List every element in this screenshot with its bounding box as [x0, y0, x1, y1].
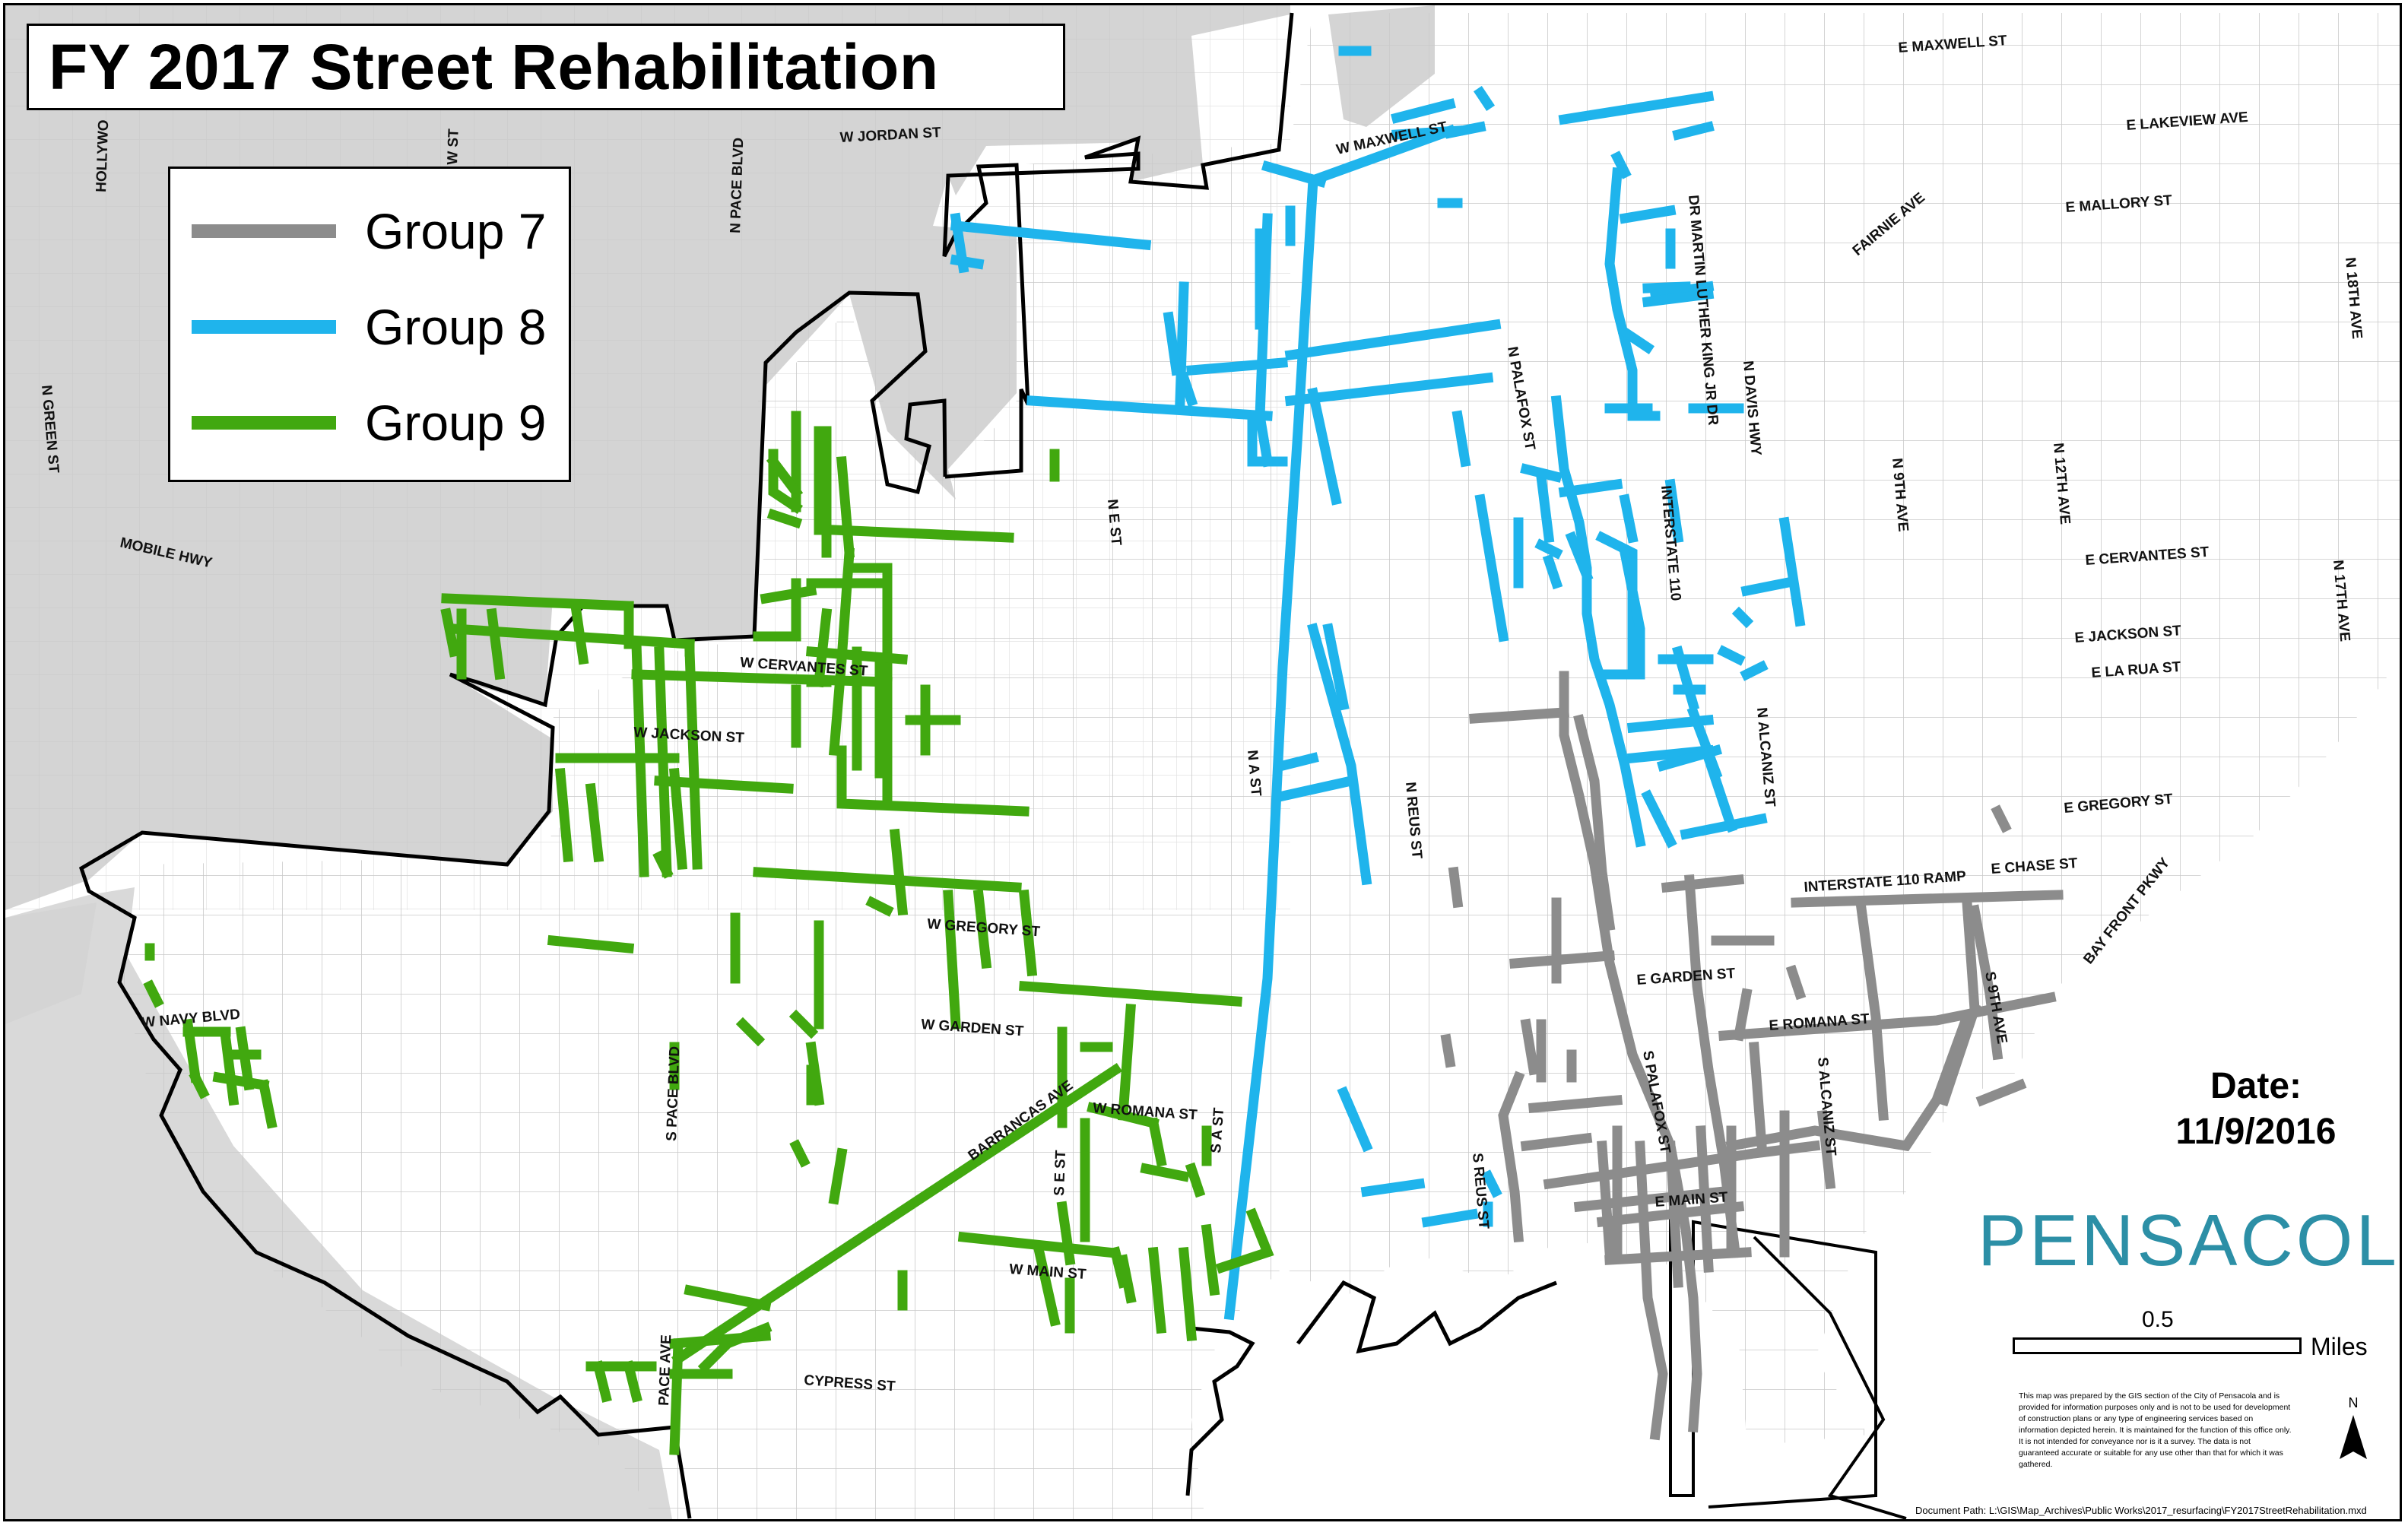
street-label: S E ST [1052, 1150, 1069, 1196]
north-arrow-label: N [2349, 1395, 2359, 1410]
group-7-streets [1440, 671, 2064, 1441]
disclaimer-text: This map was prepared by the GIS section… [2019, 1391, 2292, 1469]
pensacola-logo: PENSACOLA [1978, 1200, 2400, 1281]
scale-value: 0.5 [2142, 1307, 2174, 1332]
north-arrow-shape [2340, 1415, 2367, 1459]
document-path: Document Path: L:\GIS\Map_Archives\Publi… [1915, 1505, 2367, 1516]
group-9-streets [143, 411, 1274, 1455]
street-label: S PACE BLVD [664, 1046, 683, 1142]
legend-label: Group 9 [365, 395, 547, 451]
legend-swatch [192, 224, 336, 238]
street-label: HOLLYWO [94, 119, 112, 192]
street-label: S A ST [1208, 1107, 1227, 1154]
date-value: 11/9/2016 [2175, 1112, 2337, 1152]
street-label: W ST [445, 128, 462, 166]
group-8-streets [950, 46, 1806, 1321]
scale-unit: Miles [2311, 1333, 2368, 1360]
legend-item-group-9: Group 9 [192, 395, 546, 451]
legend-swatch [192, 416, 336, 430]
legend-item-group-8: Group 8 [192, 299, 546, 355]
map-title: FY 2017 Street Rehabilitation [49, 30, 939, 103]
map-frame: E MAXWELL ST W JORDAN ST W MAXWELL ST E … [3, 3, 2402, 1521]
date-label: Date: [2210, 1066, 2302, 1106]
street-map: E MAXWELL ST W JORDAN ST W MAXWELL ST E … [5, 5, 2400, 1519]
north-arrow-icon: N [2340, 1395, 2367, 1459]
scale-bar-graphic [2013, 1337, 2302, 1354]
legend-label: Group 8 [365, 299, 547, 355]
map-title-box: FY 2017 Street Rehabilitation [27, 24, 1065, 110]
legend-item-group-7: Group 7 [192, 203, 546, 259]
legend: Group 7 Group 8 Group 9 [168, 167, 571, 482]
legend-label: Group 7 [365, 203, 547, 259]
street-label: PACE AVE [656, 1334, 674, 1406]
street-label: N PACE BLVD [728, 138, 747, 234]
water-body [1191, 1207, 1907, 1519]
legend-swatch [192, 320, 336, 334]
date-block: Date: 11/9/2016 [2119, 1064, 2393, 1155]
